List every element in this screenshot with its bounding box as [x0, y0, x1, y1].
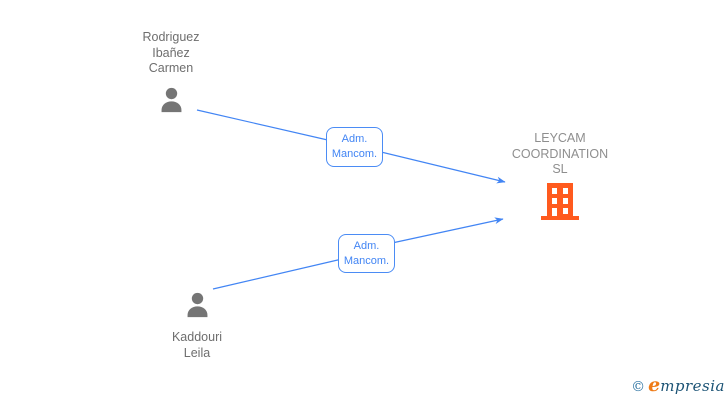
office-building-icon: [540, 182, 580, 225]
relation-line-1-left: [196, 109, 333, 142]
brand-name: mpresia: [660, 377, 725, 395]
relation-line-2-arrow: [391, 217, 504, 244]
person-icon: [156, 85, 187, 121]
person-icon: [182, 290, 213, 326]
relation-box-2[interactable]: Adm. Mancom.: [338, 234, 395, 273]
person-name-label: Rodriguez Ibañez Carmen: [142, 30, 200, 75]
company-name-label: LEYCAM COORDINATION SL: [511, 131, 609, 176]
relation-box-1[interactable]: Adm. Mancom.: [326, 127, 383, 167]
company-node-leycam[interactable]: LEYCAM COORDINATION SL: [485, 131, 635, 225]
relation-line-2-left: [212, 258, 343, 290]
person-node-kaddouri[interactable]: Kaddouri Leila: [127, 290, 267, 361]
person-node-rodriguez[interactable]: Rodriguez Ibañez Carmen: [101, 30, 241, 121]
empresia-watermark[interactable]: © e mpresia: [631, 376, 725, 395]
relation-line-1-arrow: [380, 151, 506, 184]
copyright-icon: ©: [631, 379, 646, 395]
relation-label: Adm. Mancom.: [331, 133, 378, 160]
person-name-label: Kaddouri Leila: [171, 330, 223, 360]
brand-initial: e: [648, 374, 661, 396]
relation-label: Adm. Mancom.: [343, 239, 390, 267]
